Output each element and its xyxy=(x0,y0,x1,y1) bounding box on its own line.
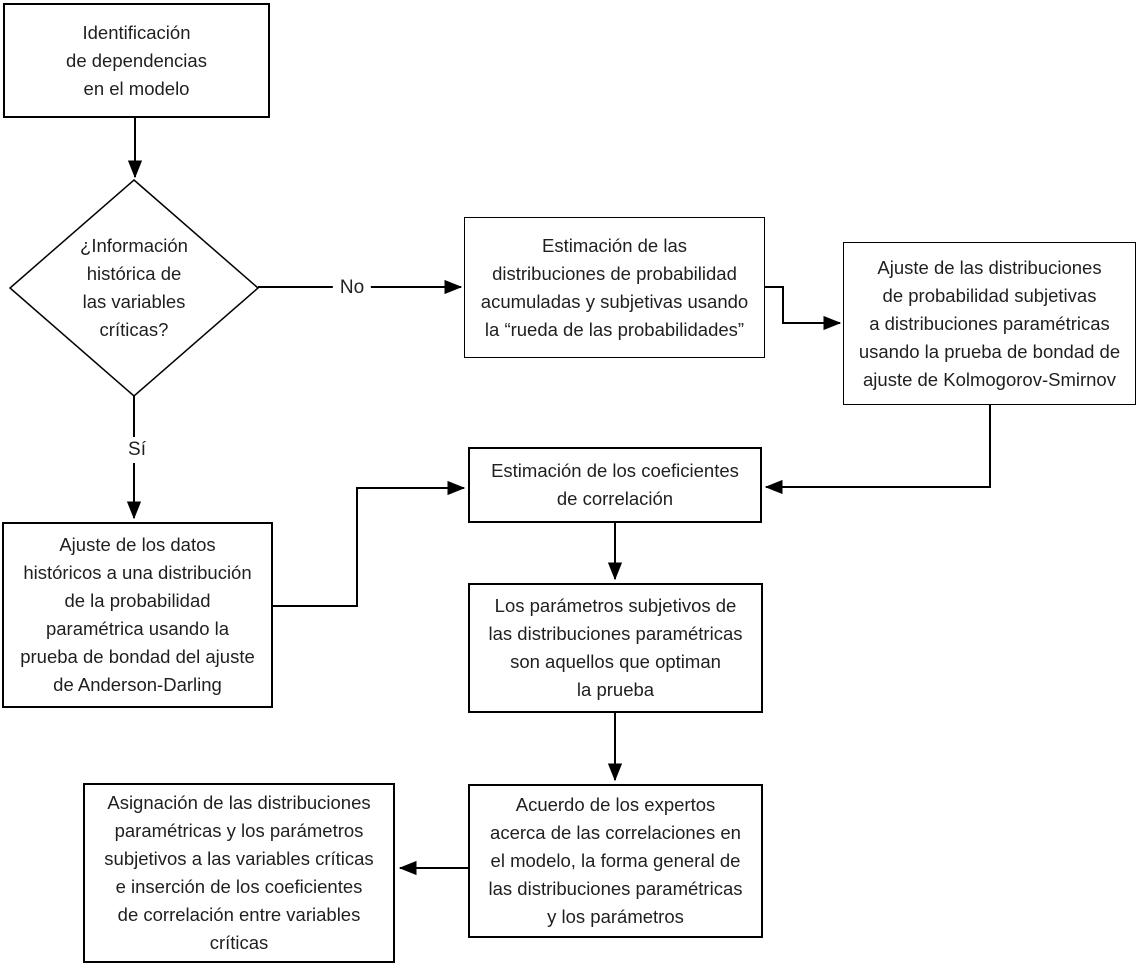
node-text: Estimación de los coeficientes de correl… xyxy=(491,460,739,509)
decision-diamond-question: ¿Información histórica de las variables … xyxy=(24,226,244,350)
node-text: Los parámetros subjetivos de las distrib… xyxy=(488,595,743,700)
node-parametros-subjetivos-optiman: Los parámetros subjetivos de las distrib… xyxy=(468,583,763,713)
node-estimacion-distribuciones-subjetivas: Estimación de las distribuciones de prob… xyxy=(464,217,765,358)
node-text: Identificación de dependencias en el mod… xyxy=(66,21,207,99)
node-text: Asignación de las distribuciones paramét… xyxy=(104,792,374,953)
edge-anderson-to-coeficientes xyxy=(273,480,466,607)
node-estimacion-coeficientes-correlacion: Estimación de los coeficientes de correl… xyxy=(468,447,762,523)
edge-kolmogorov-to-coeficientes xyxy=(764,405,991,495)
node-acuerdo-expertos: Acuerdo de los expertos acerca de las co… xyxy=(468,784,763,938)
node-text: Estimación de las distribuciones de prob… xyxy=(480,234,749,340)
node-ajuste-anderson-darling: Ajuste de los datos históricos a una dis… xyxy=(2,522,273,708)
node-text: Acuerdo de los expertos acerca de las co… xyxy=(488,794,743,927)
node-ajuste-kolmogorov-smirnov: Ajuste de las distribuciones de probabil… xyxy=(843,242,1136,405)
node-text: Ajuste de los datos históricos a una dis… xyxy=(20,534,255,695)
branch-label-no: No xyxy=(332,275,372,301)
branch-label-si: Sí xyxy=(121,437,153,463)
node-identificacion-dependencias: Identificación de dependencias en el mod… xyxy=(3,3,270,118)
node-text: Ajuste de las distribuciones de probabil… xyxy=(858,256,1121,390)
node-text: ¿Información histórica de las variables … xyxy=(80,235,188,340)
node-asignacion-distribuciones: Asignación de las distribuciones paramét… xyxy=(83,783,395,963)
edge-estimacion-to-kolmogorov xyxy=(765,286,842,331)
